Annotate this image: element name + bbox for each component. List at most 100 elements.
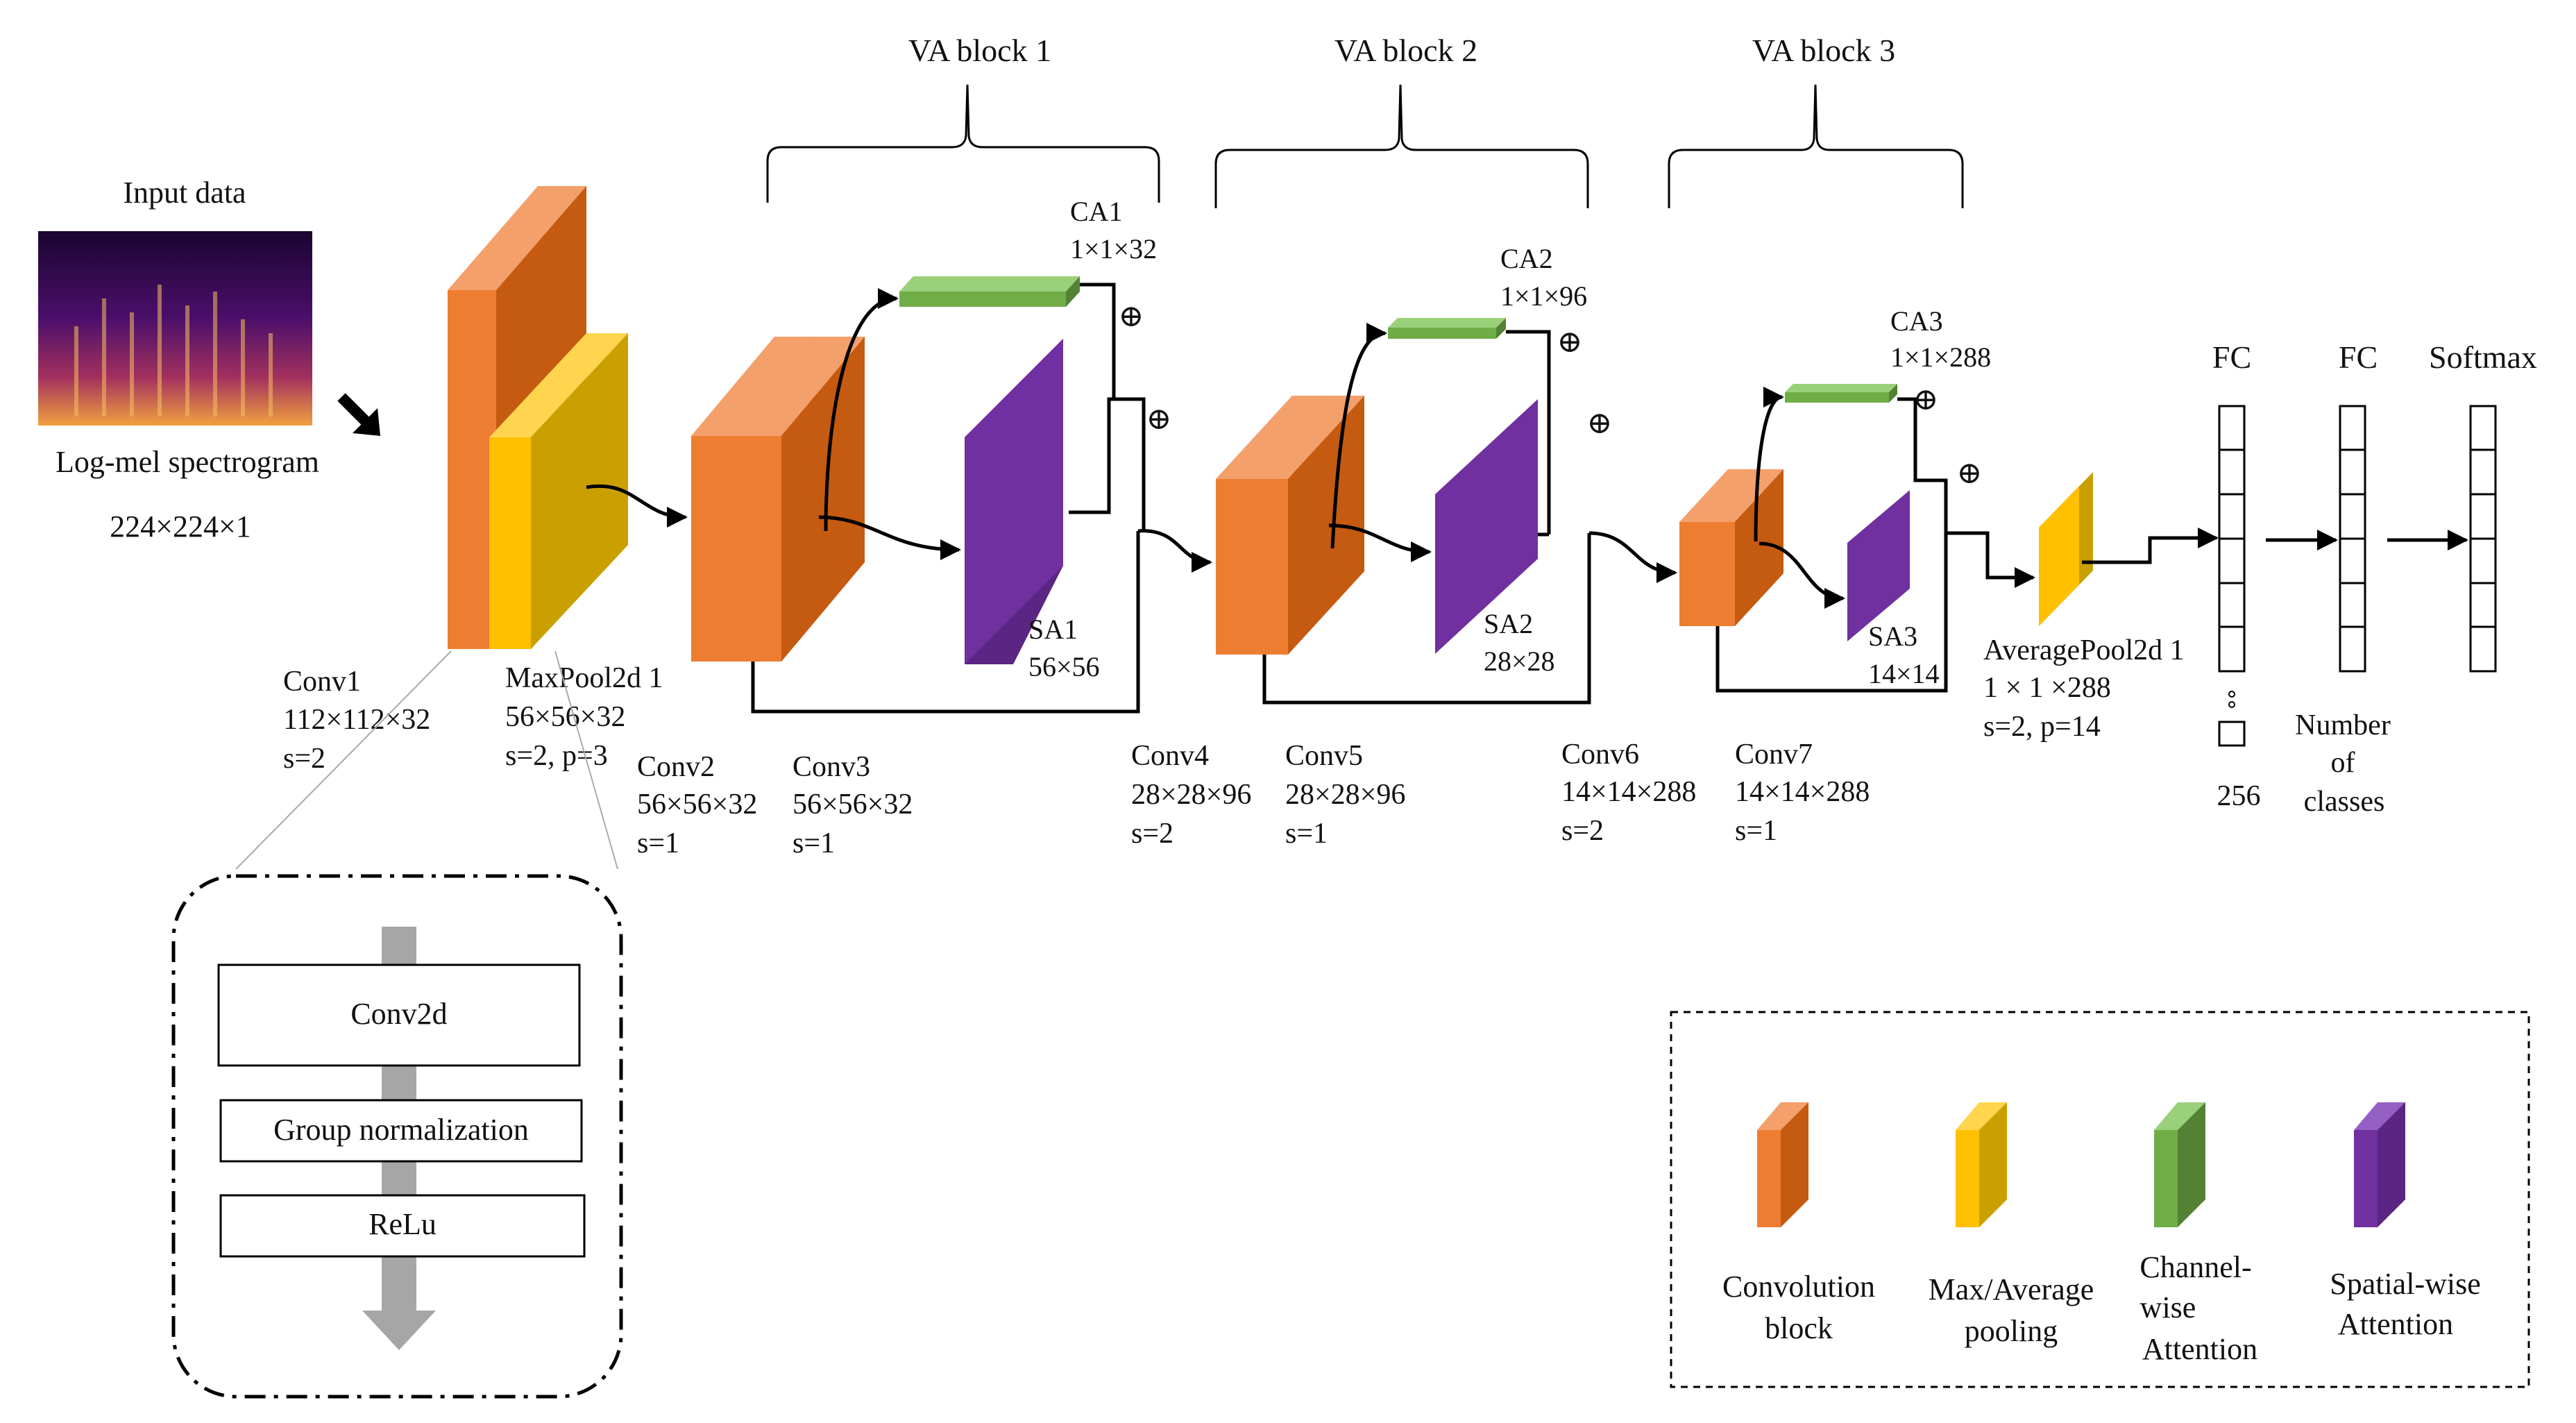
fc2-size-line-2: of bbox=[2331, 747, 2355, 779]
conv6-name: Conv6 bbox=[1561, 739, 1639, 771]
input-shape: 224×224×1 bbox=[110, 510, 251, 544]
fc2-label: FC bbox=[2339, 339, 2378, 375]
conv-detail-step-conv2d: Conv2d bbox=[217, 963, 581, 1067]
arrow-va2-to-conv6 bbox=[1588, 531, 1677, 583]
conv7-shape: 14×14×288 bbox=[1735, 776, 1870, 808]
ca2-to-sum bbox=[1506, 330, 1551, 534]
softmax-column bbox=[2469, 405, 2497, 673]
ca2-shape: 1×1×96 bbox=[1500, 280, 1587, 312]
sa3-name: SA3 bbox=[1868, 621, 1917, 652]
sa3-block bbox=[1847, 490, 1910, 641]
plus-icon-ca1: ⊕ bbox=[1119, 299, 1144, 333]
ca3-block bbox=[1785, 384, 1897, 403]
conv3-block bbox=[733, 337, 865, 662]
conv3-label: Conv3 56×56×32 s=1 bbox=[793, 751, 913, 859]
maxpool-block bbox=[489, 333, 628, 649]
conv7-block bbox=[1702, 469, 1783, 626]
conv4-params: s=2 bbox=[1131, 818, 1173, 850]
conv5-shape: 28×28×96 bbox=[1285, 779, 1405, 811]
avgpool-params: s=2, p=14 bbox=[1983, 711, 2101, 743]
spectrogram-image bbox=[38, 231, 312, 426]
sa2-name: SA2 bbox=[1484, 608, 1533, 639]
sa3-shape: 14×14 bbox=[1868, 658, 1940, 689]
maxpool-shape: 56×56×32 bbox=[505, 701, 625, 733]
conv6-params: s=2 bbox=[1561, 815, 1604, 847]
conv7-label: Conv7 14×14×288 s=1 bbox=[1735, 739, 1870, 847]
legend-channel-line-1: Channel- bbox=[2139, 1250, 2251, 1284]
arrow-conv7-to-sa3 bbox=[1759, 541, 1845, 609]
svg-text:Group normalization: Group normalization bbox=[273, 1113, 529, 1147]
maxpool-name: MaxPool2d 1 bbox=[505, 662, 663, 694]
va-block-2-label: VA block 2 bbox=[1334, 33, 1477, 68]
legend-pooling-line-2: pooling bbox=[1965, 1314, 2058, 1348]
legend-swatch-spatial-attention bbox=[2354, 1102, 2405, 1227]
ca3-to-sum bbox=[1897, 397, 1948, 533]
fc1-size: 256 bbox=[2217, 780, 2261, 812]
conv2-params: s=1 bbox=[637, 827, 679, 859]
fc2-size-line-3: classes bbox=[2304, 786, 2385, 818]
sa1-to-sum bbox=[1069, 397, 1146, 531]
fc1-column bbox=[2218, 405, 2246, 673]
sa1-name: SA1 bbox=[1028, 614, 1078, 645]
conv1-label: Conv1 112×112×32 s=2 bbox=[283, 666, 430, 775]
conv5-params: s=1 bbox=[1285, 818, 1328, 850]
conv2-name: Conv2 bbox=[637, 751, 715, 783]
sa2-shape: 28×28 bbox=[1484, 646, 1555, 677]
legend-pooling-line-1: Max/Average bbox=[1929, 1272, 2094, 1306]
conv1-params: s=2 bbox=[283, 743, 325, 775]
arrow-va1-to-conv4 bbox=[1137, 529, 1212, 573]
input-arrow bbox=[337, 393, 380, 436]
plus-icon-ca3: ⊕ bbox=[1913, 382, 1939, 416]
va-block-1-label: VA block 1 bbox=[908, 33, 1051, 68]
fc1-label: FC bbox=[2212, 339, 2251, 375]
ca1-block bbox=[899, 276, 1080, 307]
legend-convolution-line-1: Convolution bbox=[1722, 1270, 1875, 1304]
conv5-label: Conv5 28×28×96 s=1 bbox=[1285, 740, 1405, 850]
legend-convolution-line-2: block bbox=[1765, 1311, 1833, 1345]
legend-labels: Convolution block Max/Average pooling Ch… bbox=[1722, 1250, 2481, 1366]
legend-frame bbox=[1670, 1011, 2530, 1388]
maxpool-label: MaxPool2d 1 56×56×32 s=2, p=3 bbox=[505, 662, 663, 772]
arrow-conv5-to-sa2 bbox=[1328, 523, 1432, 562]
legend-channel-line-3: Attention bbox=[2142, 1332, 2257, 1366]
conv7-name: Conv7 bbox=[1735, 739, 1813, 771]
conv5-name: Conv5 bbox=[1285, 740, 1363, 772]
plus-icon-sa3: ⊕ bbox=[1957, 456, 1983, 490]
fc2-size-line-1: Number bbox=[2295, 709, 2391, 741]
conv3-params: s=1 bbox=[793, 827, 835, 859]
plus-icon-sa1: ⊕ bbox=[1146, 402, 1172, 436]
svg-text:Conv2d: Conv2d bbox=[350, 997, 447, 1031]
legend-channel-line-2: wise bbox=[2140, 1290, 2196, 1324]
arrow-conv3-to-ca1 bbox=[824, 288, 899, 532]
skip-2 bbox=[1262, 533, 1591, 705]
conv1-name: Conv1 bbox=[283, 666, 361, 698]
conv5-block bbox=[1251, 396, 1364, 655]
arrow-conv5-to-ca2 bbox=[1330, 323, 1387, 549]
input-caption: Log-mel spectrogram bbox=[56, 445, 319, 479]
conv2-shape: 56×56×32 bbox=[637, 789, 757, 820]
conv4-shape: 28×28×96 bbox=[1131, 779, 1251, 811]
arrow-maxpool-to-conv2 bbox=[586, 484, 688, 528]
sa2-block bbox=[1435, 399, 1538, 654]
va-block-3-label: VA block 3 bbox=[1752, 33, 1895, 68]
conv-detail-step-relu: ReLu bbox=[219, 1194, 586, 1258]
legend-swatch-pooling bbox=[1956, 1102, 2007, 1227]
conv3-shape: 56×56×32 bbox=[793, 789, 913, 820]
fc1-ellipsis-icon bbox=[2228, 691, 2235, 708]
conv2-label: Conv2 56×56×32 s=1 bbox=[637, 751, 757, 859]
plus-icon-ca2: ⊕ bbox=[1557, 325, 1583, 359]
arrow-avgpool-to-fc1 bbox=[2082, 528, 2219, 564]
sa1-block bbox=[965, 339, 1063, 664]
ca1-name: CA1 bbox=[1070, 196, 1123, 227]
plus-icon-sa2: ⊕ bbox=[1587, 406, 1613, 440]
skip-1 bbox=[751, 531, 1140, 714]
conv-detail-connectors bbox=[235, 650, 618, 870]
legend-spatial-line-2: Attention bbox=[2338, 1307, 2453, 1341]
conv-detail-step-groupnorm: Group normalization bbox=[219, 1099, 583, 1163]
conv4-name: Conv4 bbox=[1131, 740, 1209, 772]
conv6-label: Conv6 14×14×288 s=2 bbox=[1561, 739, 1696, 847]
skip-3 bbox=[1715, 533, 1948, 693]
conv6-shape: 14×14×288 bbox=[1561, 776, 1696, 808]
legend-swatch-channel-attention bbox=[2154, 1102, 2205, 1227]
